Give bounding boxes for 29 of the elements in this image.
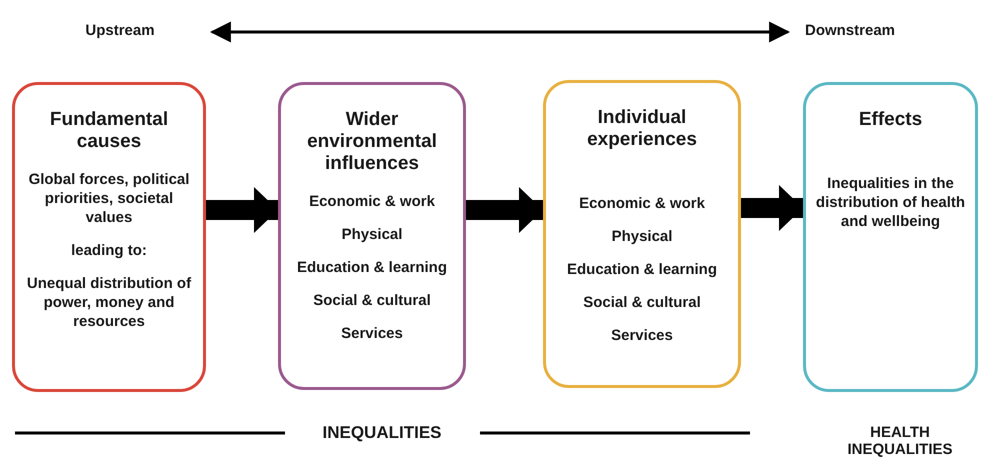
box-heading: Effects [858, 109, 922, 131]
box-text: Services [611, 326, 673, 345]
block-arrow [206, 187, 278, 233]
box-text: leading to: [71, 241, 147, 260]
box-text: Physical [342, 225, 402, 244]
box-text: Global forces, political priorities, societal values [28, 170, 190, 227]
stage-box [543, 80, 741, 388]
box-text: Economic & work [309, 192, 435, 211]
section-label: HEALTH INEQUALITIES [846, 424, 954, 458]
section-label: INEQUALITIES [321, 424, 442, 441]
box-text: Social & cultural [583, 293, 701, 312]
box-text: Inequalities in the distribution of health and wellbeing [814, 174, 966, 231]
box-text: Services [341, 324, 403, 343]
box-heading: Individual experiences [586, 107, 698, 151]
box-text: Education & learning [296, 258, 447, 277]
direction-label: Downstream [804, 22, 896, 39]
stage-box [803, 82, 978, 392]
stage-box [278, 82, 466, 390]
box-text: Unequal distribution of power, money and resources [26, 274, 192, 331]
direction-label: Upstream [84, 22, 156, 39]
box-text: Physical [612, 227, 672, 246]
box-heading: Fundamental causes [48, 109, 170, 153]
box-text: Economic & work [579, 194, 705, 213]
block-arrow [466, 187, 543, 233]
box-heading: Wider environmental influences [306, 109, 438, 175]
box-text: Education & learning [566, 260, 717, 279]
box-text: Social & cultural [313, 291, 431, 310]
block-arrow [741, 185, 803, 231]
stage-box [12, 82, 206, 392]
